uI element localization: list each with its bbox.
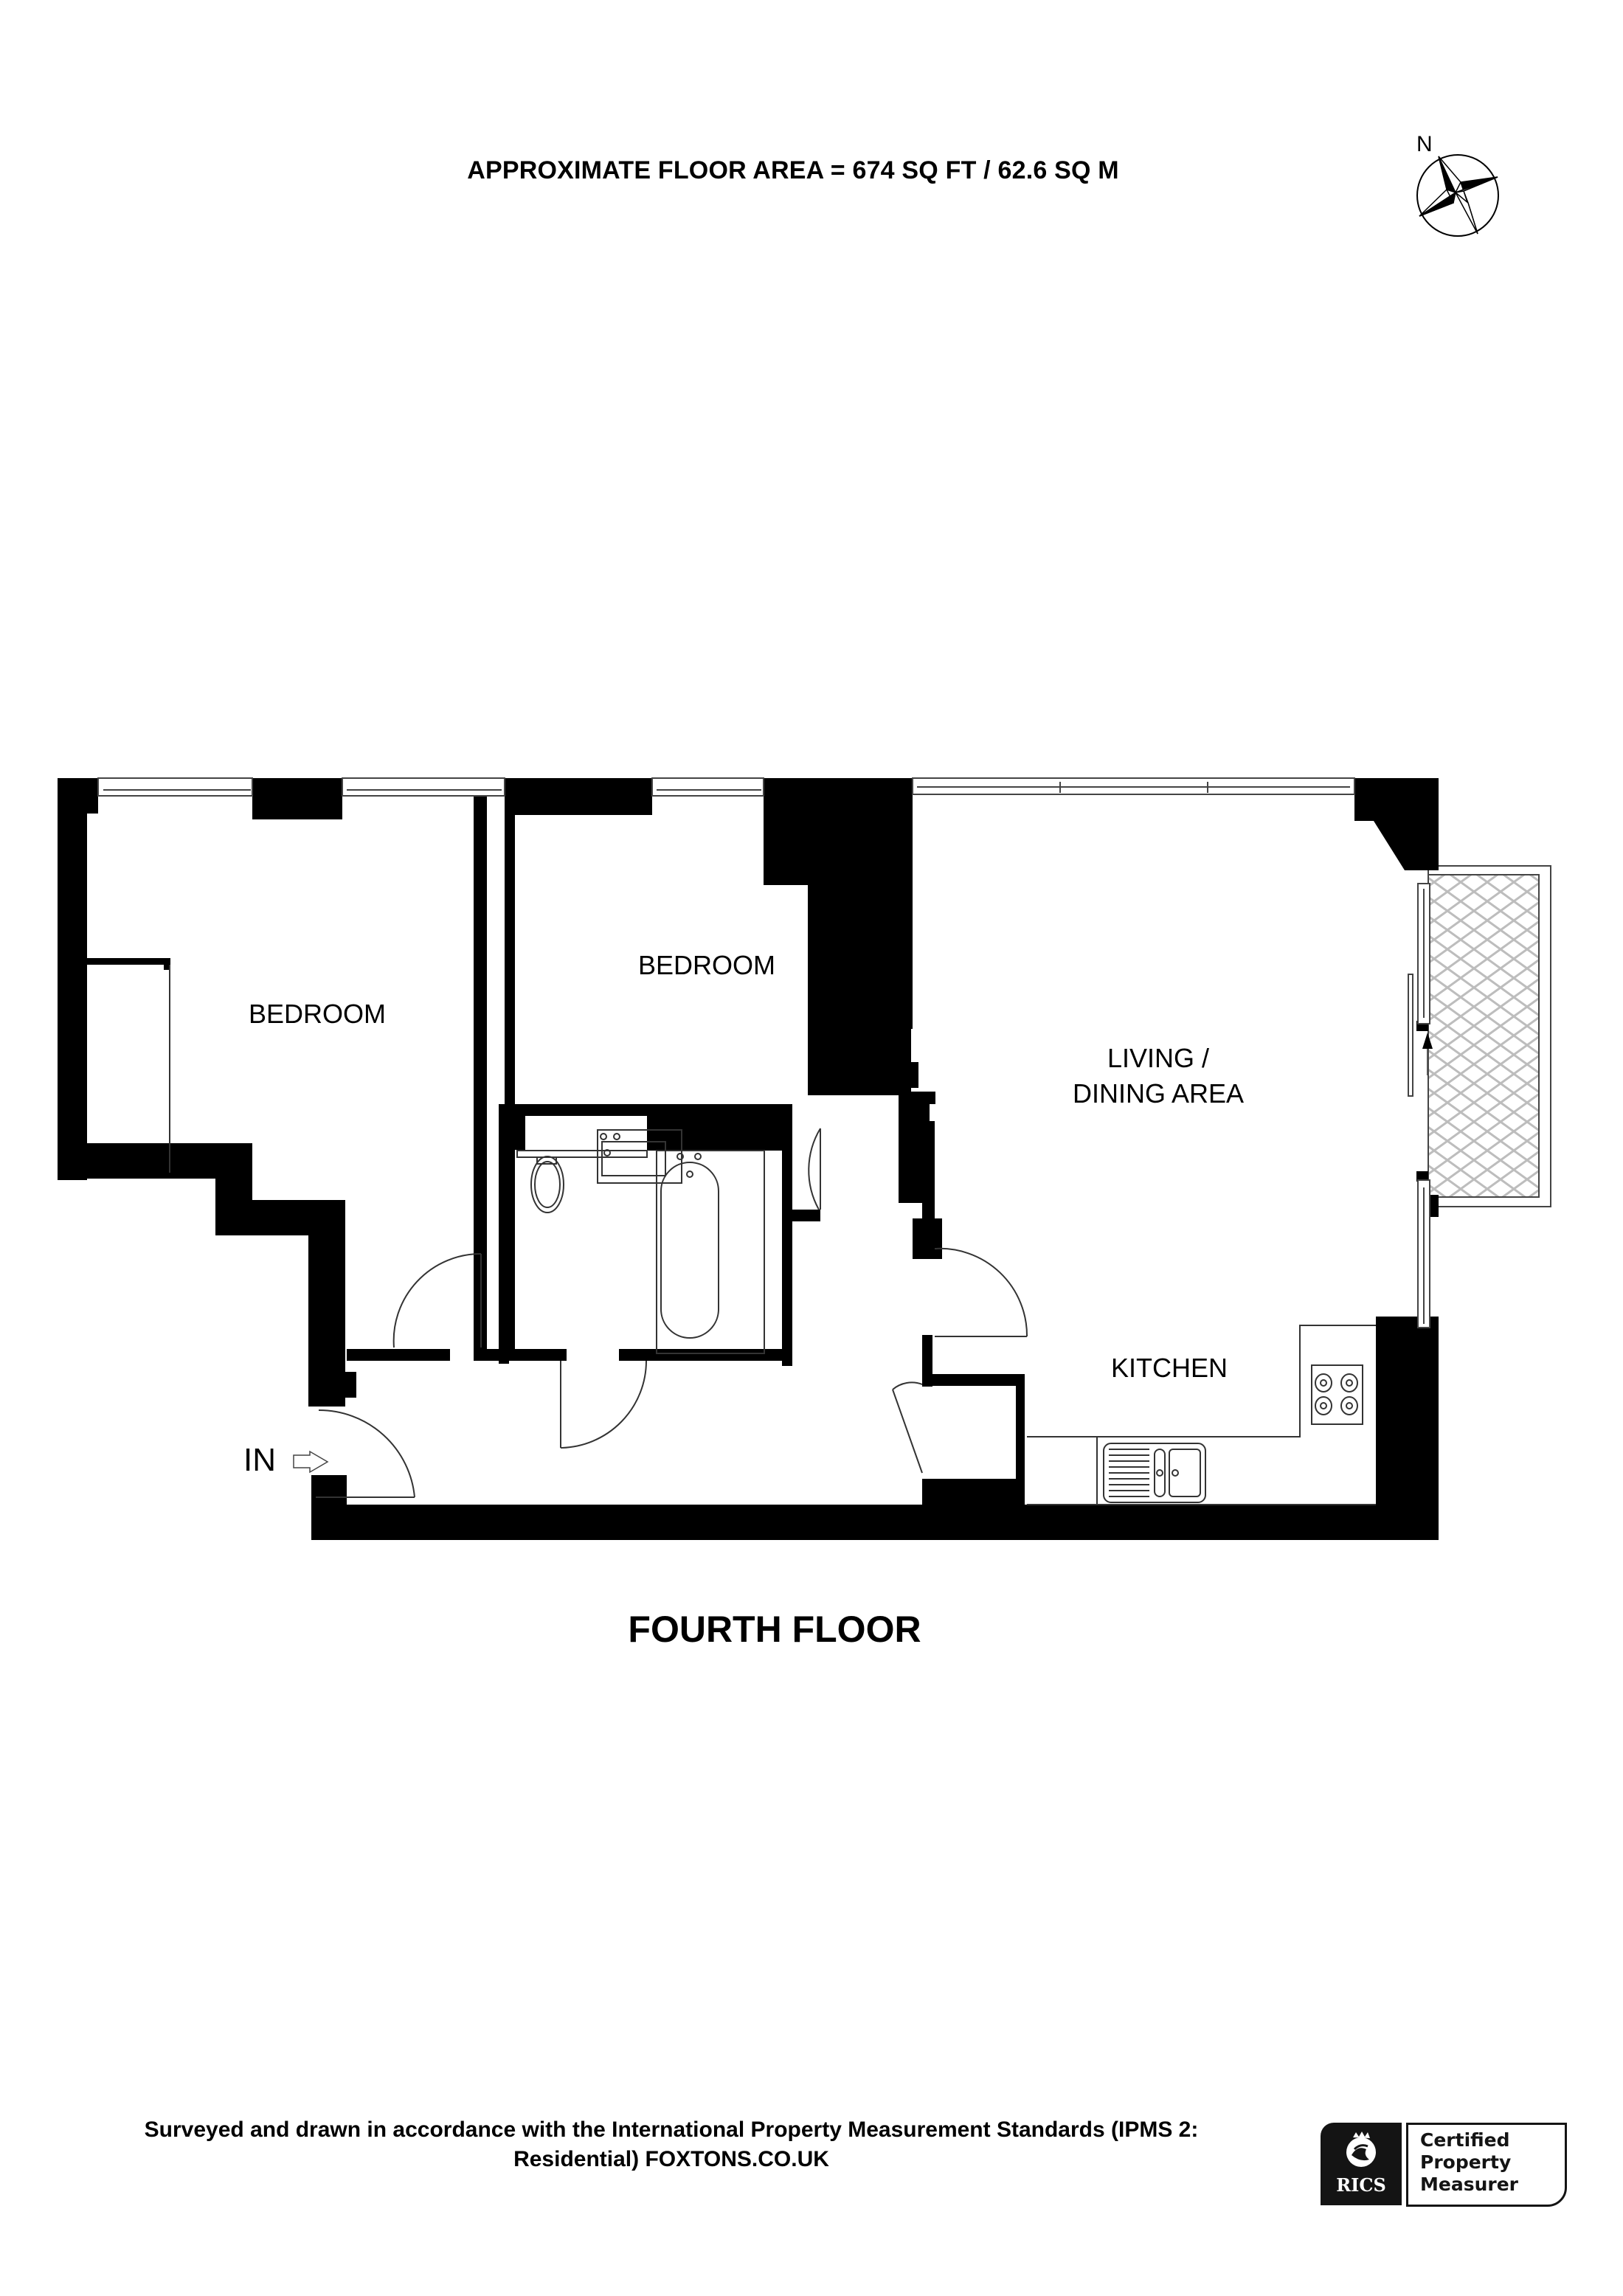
- lion-icon: [1346, 2132, 1376, 2167]
- certification-text: Certified Property Measurer: [1420, 2129, 1518, 2196]
- survey-statement: Surveyed and drawn in accordance with th…: [44, 2115, 1298, 2174]
- room-label-kitchen: KITCHEN: [1110, 1353, 1228, 1383]
- doors: [316, 1128, 1028, 1498]
- windows: [97, 777, 1430, 1328]
- walls: [58, 778, 1439, 1540]
- kitchen-fixtures: [1027, 1325, 1376, 1505]
- bathroom-fixtures: [516, 1129, 765, 1354]
- sliding-door-arrow-icon: [1422, 1033, 1433, 1075]
- room-label-bedroom-2: BEDROOM: [637, 950, 775, 980]
- cert-line-1: Certified: [1420, 2129, 1510, 2151]
- approximate-floor-area: APPROXIMATE FLOOR AREA = 674 SQ FT / 62.…: [0, 156, 1623, 185]
- entrance-label: IN: [243, 1442, 276, 1478]
- cert-line-3: Measurer: [1420, 2174, 1518, 2195]
- certified-property-measurer-box: Certified Property Measurer: [1406, 2123, 1567, 2207]
- rics-certified-badge: RICS Certified Property Measurer: [1321, 2123, 1567, 2211]
- room-label-dining: DINING AREA: [1072, 1078, 1245, 1109]
- floor-area-text: APPROXIMATE FLOOR AREA = 674 SQ FT / 62.…: [467, 156, 1119, 184]
- cert-line-2: Property: [1420, 2151, 1512, 2173]
- rics-logo: RICS: [1321, 2123, 1402, 2205]
- north-label: N: [1416, 132, 1433, 156]
- compass-rose-icon: N: [1402, 129, 1512, 247]
- room-label-bedroom-1: BEDROOM: [248, 999, 386, 1029]
- survey-statement-line-1: Surveyed and drawn in accordance with th…: [144, 2118, 1199, 2142]
- room-label-living: LIVING /: [1107, 1043, 1210, 1073]
- survey-statement-line-2: Residential) FOXTONS.CO.UK: [513, 2147, 829, 2171]
- floor-title: FOURTH FLOOR: [628, 1609, 921, 1650]
- arrow-right-icon: [293, 1450, 329, 1474]
- balcony: [1428, 865, 1551, 1207]
- rics-wordmark: RICS: [1336, 2174, 1386, 2196]
